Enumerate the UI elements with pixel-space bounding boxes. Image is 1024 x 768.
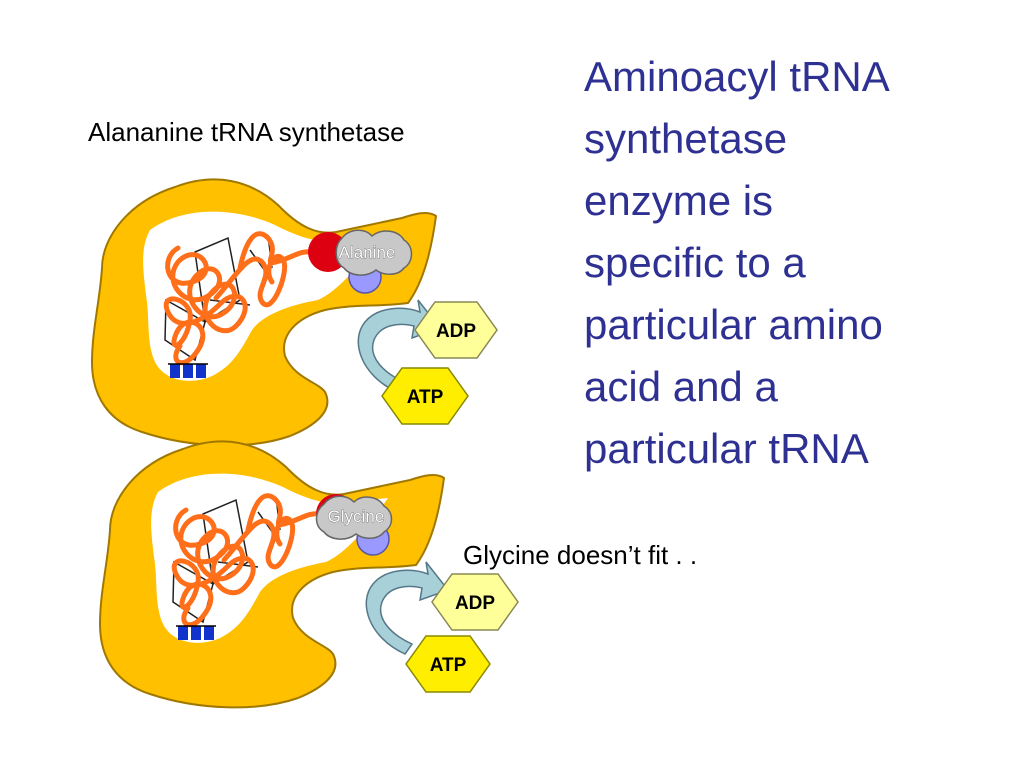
adp-label: ADP — [436, 321, 476, 342]
heading-line: particular amino — [584, 301, 883, 348]
amino-acid-glycine: Glycine — [315, 495, 393, 540]
top-caption: Alananine tRNA synthetase — [88, 117, 405, 147]
heading-line: enzyme is — [584, 177, 774, 224]
adp-label: ADP — [455, 593, 495, 614]
adp-hexagon: ADP — [431, 573, 519, 631]
heading-line: specific to a — [584, 239, 806, 286]
amino-acid-label: Alanine — [339, 243, 396, 262]
diagram-alanine: Alanine ADP ATP — [92, 179, 498, 445]
diagram-glycine: Glycine ADP ATP — [100, 441, 519, 707]
heading-line: synthetase — [584, 115, 788, 162]
atp-label: ATP — [430, 655, 467, 676]
heading-line: particular tRNA — [584, 425, 869, 472]
main-heading: Aminoacyl tRNA synthetase enzyme is spec… — [584, 46, 1004, 480]
amino-acid-alanine: Alanine — [335, 229, 413, 276]
adp-hexagon: ADP — [414, 301, 498, 359]
bottom-caption: Glycine doesn’t fit . . — [463, 540, 698, 570]
heading-line: Aminoacyl tRNA — [584, 53, 890, 100]
amino-acid-label: Glycine — [328, 507, 385, 526]
atp-label: ATP — [407, 387, 444, 408]
heading-line: acid and a — [584, 363, 778, 410]
atp-hexagon: ATP — [405, 635, 491, 693]
atp-hexagon: ATP — [381, 367, 469, 425]
